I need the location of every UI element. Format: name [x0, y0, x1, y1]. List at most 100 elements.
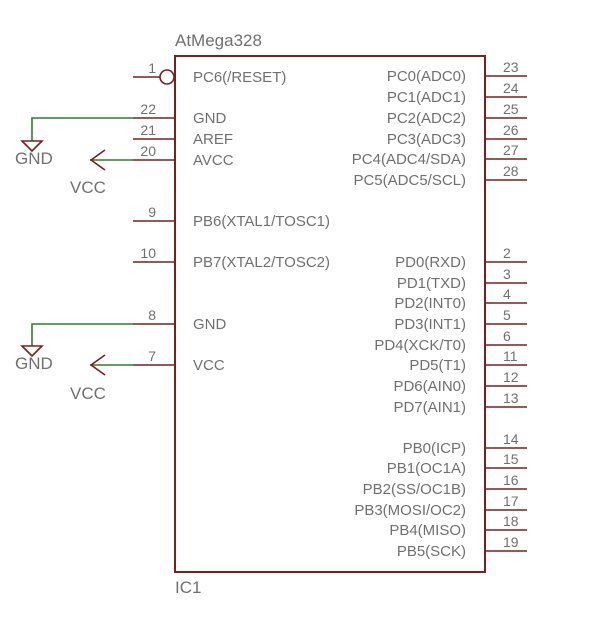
pin-12[interactable]: 12 PD6(AIN0)	[393, 369, 527, 395]
pin-20[interactable]: 20 AVCC	[133, 143, 234, 169]
ground-icon	[20, 345, 44, 358]
pin-number: 16	[503, 472, 519, 488]
pin-number: 27	[503, 142, 519, 158]
pin-label: PC5(ADC5/SCL)	[353, 172, 466, 189]
pin-label: PD4(XCK/T0)	[374, 337, 466, 354]
inversion-bubble-icon	[159, 69, 175, 85]
pin-number: 10	[140, 245, 156, 261]
gnd-symbol-top[interactable]: GND	[15, 140, 53, 168]
pin-number: 26	[503, 122, 519, 138]
pin-label: AREF	[193, 131, 233, 148]
pin-18[interactable]: 18 PB4(MISO)	[389, 513, 527, 539]
pin-15[interactable]: 15 PB1(OC1A)	[387, 451, 527, 477]
pin-number: 2	[503, 245, 511, 261]
pin-label: PD5(T1)	[409, 357, 466, 374]
pin-number: 18	[503, 513, 519, 529]
pin-label: PD1(TXD)	[397, 275, 466, 292]
pin-number: 1	[148, 60, 156, 76]
pin-6[interactable]: 6 PD4(XCK/T0)	[374, 328, 527, 354]
pin-number: 9	[148, 204, 156, 220]
pin-number: 8	[148, 307, 156, 323]
pin-1[interactable]: 1 PC6(/RESET)	[133, 60, 286, 86]
pin-label: PB1(OC1A)	[387, 460, 466, 477]
pin-number: 15	[503, 451, 519, 467]
pin-label: GND	[193, 316, 227, 333]
pin-22[interactable]: 22 GND	[133, 101, 227, 127]
vcc-label: VCC	[70, 178, 106, 197]
pin-number: 28	[503, 163, 519, 179]
chip-ref: IC1	[175, 578, 201, 597]
pin-label: PB2(SS/OC1B)	[363, 481, 466, 498]
pin-13[interactable]: 13 PD7(AIN1)	[393, 390, 527, 416]
pin-number: 5	[503, 307, 511, 323]
pin-4[interactable]: 4 PD2(INT0)	[394, 286, 527, 312]
chip-name: AtMega328	[175, 31, 262, 50]
pin-26[interactable]: 26 PC3(ADC3)	[387, 122, 527, 148]
pin-number: 7	[148, 348, 156, 364]
pin-27[interactable]: 27 PC4(ADC4/SDA)	[352, 142, 527, 168]
chip-body[interactable]	[174, 55, 486, 573]
ground-icon	[20, 140, 44, 153]
pin-number: 13	[503, 390, 519, 406]
pin-label: PC2(ADC2)	[387, 110, 466, 127]
pin-number: 17	[503, 493, 519, 509]
gnd-net-top[interactable]	[31, 117, 133, 141]
pin-11[interactable]: 11 PD5(T1)	[409, 348, 527, 374]
pin-label: PB3(MOSI/OC2)	[354, 502, 466, 519]
pin-number: 21	[140, 122, 156, 138]
pin-label: PD6(AIN0)	[393, 378, 466, 395]
pin-19[interactable]: 19 PB5(SCK)	[397, 534, 527, 560]
pin-number: 3	[503, 266, 511, 282]
vcc-symbol-bottom[interactable]: VCC	[70, 354, 106, 403]
pin-5[interactable]: 5 PD3(INT1)	[394, 307, 527, 333]
pin-label: VCC	[193, 357, 225, 374]
pin-label: PB0(ICP)	[403, 440, 466, 457]
pin-label: PB7(XTAL2/TOSC2)	[193, 254, 330, 271]
pin-14[interactable]: 14 PB0(ICP)	[403, 431, 527, 457]
pin-label: PD7(AIN1)	[393, 399, 466, 416]
pin-25[interactable]: 25 PC2(ADC2)	[387, 101, 527, 127]
pin-label: PD2(INT0)	[394, 295, 466, 312]
pin-number: 23	[503, 59, 519, 75]
pin-number: 4	[503, 286, 511, 302]
gnd-label: GND	[15, 149, 53, 168]
pin-number: 25	[503, 101, 519, 117]
pin-number: 12	[503, 369, 519, 385]
pin-9[interactable]: 9 PB6(XTAL1/TOSC1)	[133, 204, 330, 230]
pin-number: 22	[140, 101, 156, 117]
pin-label: PD3(INT1)	[394, 316, 466, 333]
pin-10[interactable]: 10 PB7(XTAL2/TOSC2)	[133, 245, 330, 271]
pin-21[interactable]: 21 AREF	[133, 122, 233, 148]
pin-label: GND	[193, 110, 227, 127]
pin-24[interactable]: 24 PC1(ADC1)	[387, 80, 527, 106]
pin-label: PB5(SCK)	[397, 543, 466, 560]
pin-label: PD0(RXD)	[395, 254, 466, 271]
gnd-symbol-bottom[interactable]: GND	[15, 345, 53, 373]
pin-label: PC6(/RESET)	[193, 69, 286, 86]
pin-label: PC1(ADC1)	[387, 89, 466, 106]
vcc-symbol-top[interactable]: VCC	[70, 149, 106, 197]
pin-label: PB4(MISO)	[389, 522, 466, 539]
pin-28[interactable]: 28 PC5(ADC5/SCL)	[353, 163, 527, 189]
pin-7[interactable]: 7 VCC	[133, 348, 225, 374]
pin-3[interactable]: 3 PD1(TXD)	[397, 266, 527, 292]
pin-number: 6	[503, 328, 511, 344]
pin-23[interactable]: 23 PC0(ADC0)	[387, 59, 527, 85]
pin-number: 24	[503, 80, 519, 96]
pin-16[interactable]: 16 PB2(SS/OC1B)	[363, 472, 527, 498]
pin-17[interactable]: 17 PB3(MOSI/OC2)	[354, 493, 527, 519]
vcc-arrow-icon	[89, 354, 106, 376]
gnd-net-bottom[interactable]	[31, 323, 133, 346]
vcc-label: VCC	[70, 384, 106, 403]
pin-8[interactable]: 8 GND	[133, 307, 227, 333]
pin-number: 11	[503, 348, 518, 364]
pin-number: 19	[503, 534, 519, 550]
pin-label: PB6(XTAL1/TOSC1)	[193, 213, 330, 230]
pin-number: 14	[503, 431, 519, 447]
pin-label: AVCC	[193, 152, 234, 169]
gnd-label: GND	[15, 354, 53, 373]
pin-number: 20	[140, 143, 156, 159]
vcc-arrow-icon	[89, 149, 106, 171]
pin-2[interactable]: 2 PD0(RXD)	[395, 245, 527, 271]
